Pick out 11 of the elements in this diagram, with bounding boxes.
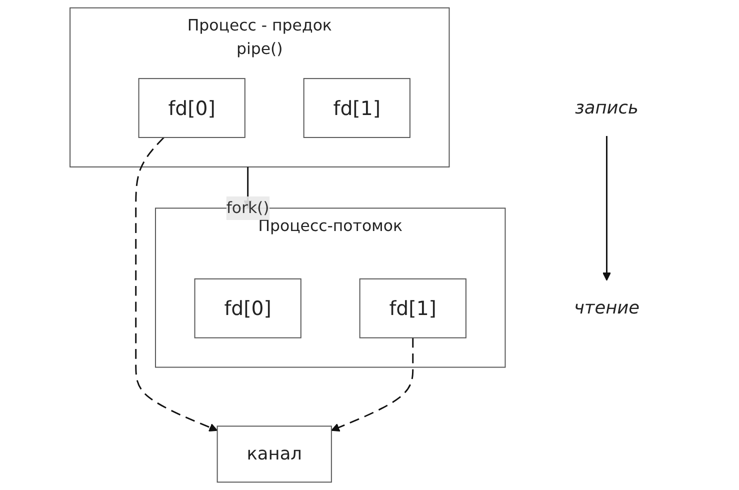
arrow	[331, 338, 414, 432]
arrow	[602, 136, 612, 281]
node-box: fd[0]	[194, 278, 302, 338]
node-box: канал	[216, 426, 332, 483]
node-text: запись	[575, 98, 638, 118]
node-text: чтение	[574, 298, 640, 319]
arrow	[135, 136, 218, 432]
edge-label: fork()	[226, 198, 270, 218]
node-box: fd[1]	[303, 78, 410, 138]
node-box: fd[1]	[359, 278, 466, 338]
node-box: fd[0]	[138, 78, 246, 138]
